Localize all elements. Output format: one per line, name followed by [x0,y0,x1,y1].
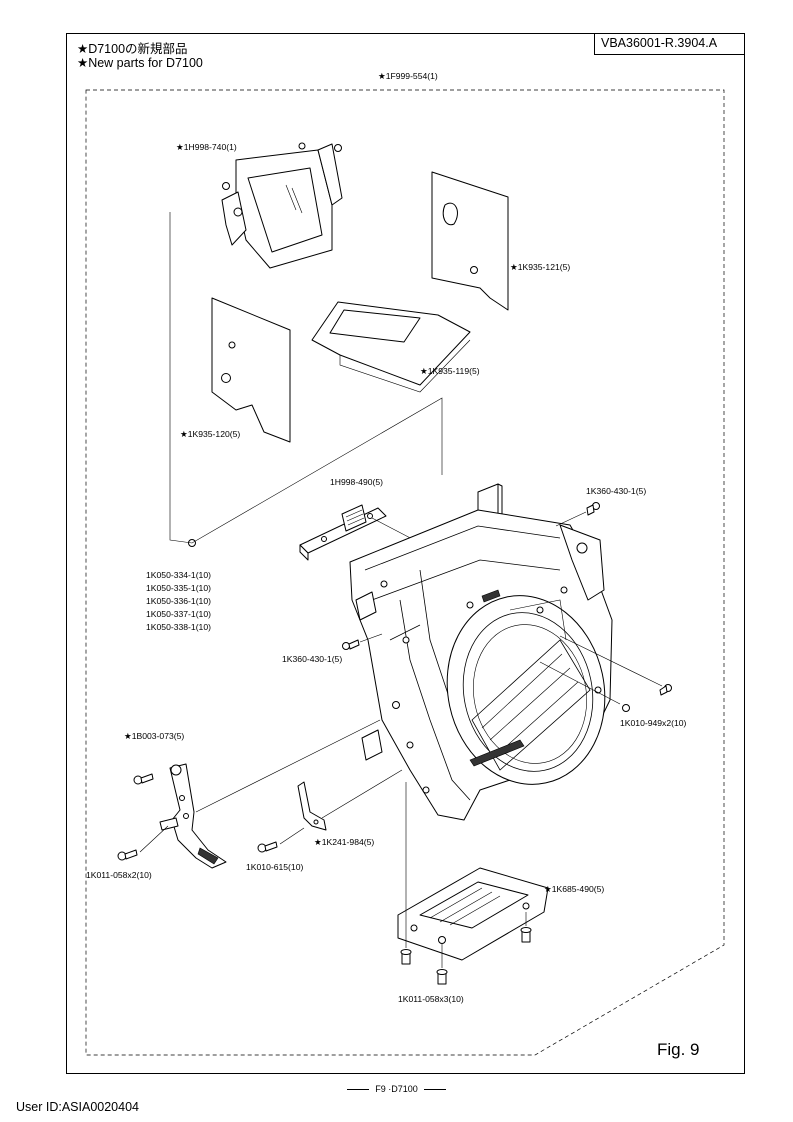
part-label-bottom-plate: ★1K685-490(5) [544,884,604,894]
screws-lever [117,773,154,861]
shading-sheet-top [311,301,471,393]
part-label-sheet-right: ★1K935-121(5) [510,262,570,272]
figure-label: Fig. 9 [657,1040,700,1059]
part-label-prism-mount: ★1H998-740(1) [176,142,237,152]
part-label-assembly: ★1F999-554(1) [378,71,438,81]
shading-sheet-right [431,171,509,311]
lever-assembly-part [159,763,227,869]
part-label-lever-assembly: ★1B003-073(5) [124,731,184,741]
part-label-sheet-top: ★1K935-119(5) [420,366,480,376]
footer-text: F9 ·D7100 [375,1084,418,1094]
part-label-washer-4: 1K050-337-1(10) [146,609,211,619]
user-id: User ID:ASIA0020404 [16,1100,139,1114]
screws-bottom [400,927,532,985]
part-label-washer-5: 1K050-338-1(10) [146,622,211,632]
part-label-washer-1: 1K050-334-1(10) [146,570,211,580]
page-footer: F9 ·D7100 [0,1084,793,1094]
part-label-spring: ★1K241-984(5) [314,837,374,847]
part-label-screws-right: 1K010-949x2(10) [620,718,687,728]
spring-part [297,781,327,831]
header-title-english: ★New parts for D7100 [77,56,203,70]
screw-top-right [586,502,600,516]
part-label-sheet-left: ★1K935-120(5) [180,429,240,439]
mirror-box-body [349,483,613,821]
part-label-screw-left: 1K360-430-1(5) [282,654,342,664]
screw-left [342,639,360,650]
part-label-top-bracket: 1H998-490(5) [330,477,383,487]
shading-sheet-left [211,297,291,443]
top-bracket-part [299,504,387,561]
part-label-washer-2: 1K050-335-1(10) [146,583,211,593]
document-id: VBA36001-R.3904.A [594,33,745,55]
part-label-screws-lever: 1K011-058x2(10) [86,870,152,880]
bottom-plate-part [397,867,549,961]
part-label-screw-top-right: 1K360-430-1(5) [586,486,646,496]
header-title-japanese: ★D7100の新規部品 [77,42,188,56]
part-label-washer-3: 1K050-336-1(10) [146,596,211,606]
part-label-screw-spring: 1K010-615(10) [246,862,303,872]
screws-right [622,684,672,712]
figure-frame [66,33,745,1074]
screw-spring [257,841,278,853]
prism-mount-part [221,142,343,269]
part-label-screws-bottom: 1K011-058x3(10) [398,994,464,1004]
